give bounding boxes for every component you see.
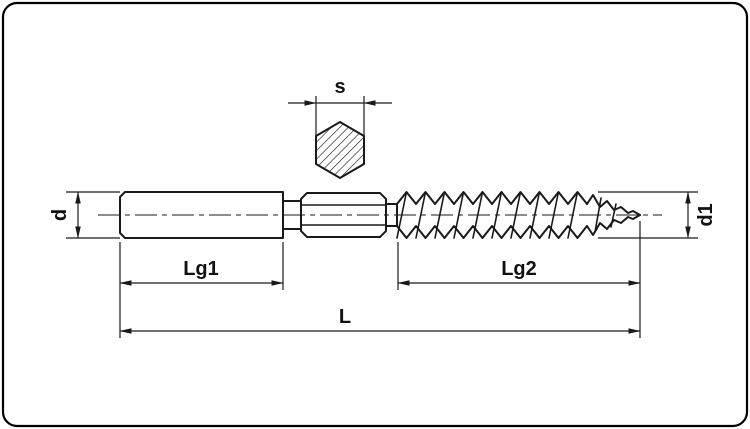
thread-bottom-profile <box>396 225 588 239</box>
dimension-d-label: d <box>49 209 71 221</box>
bolt-side-view <box>119 191 641 239</box>
tip-flank-lines <box>594 197 617 233</box>
neck-outline <box>385 203 398 227</box>
dimension-d: d <box>49 191 120 239</box>
dimension-d1-label: d1 <box>695 203 717 226</box>
shank-outline <box>119 191 284 239</box>
hex-flat-edges <box>300 204 387 226</box>
dimension-lg1: Lg1 <box>119 242 284 338</box>
dimension-l: L <box>119 306 641 334</box>
dimension-lg2-label: Lg2 <box>501 258 537 280</box>
dimension-d1: d1 <box>598 191 717 239</box>
thread-flank-lines <box>396 191 579 239</box>
collar-outline <box>282 200 302 230</box>
dimension-s-label: s <box>334 76 345 98</box>
dimension-d1-extension-lines <box>598 191 698 239</box>
hex-cross-section <box>315 121 365 179</box>
dimension-lg2: Lg2 <box>397 221 641 338</box>
hex-section-hatched <box>315 121 365 179</box>
dimension-s: s <box>288 76 392 136</box>
dimension-d-extension-lines <box>66 191 120 239</box>
dimension-lg1-label: Lg1 <box>183 258 219 280</box>
dimension-lg1-extension-lines <box>119 242 284 338</box>
thread-top-profile <box>396 191 588 205</box>
hex-section-outline <box>300 192 387 238</box>
dimension-l-label: L <box>339 306 351 328</box>
